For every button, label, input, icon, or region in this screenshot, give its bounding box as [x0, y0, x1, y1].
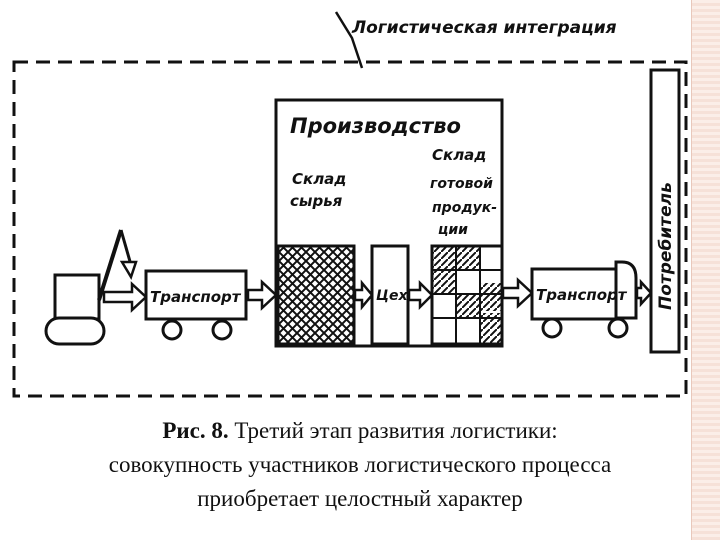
caption-line-1-text: Третий этап развития логистики:	[234, 418, 558, 443]
logistics-diagram: Логистическая интеграция Транспорт Произ…	[12, 11, 688, 398]
finished-warehouse-label-line2: готовой	[430, 176, 493, 192]
transport-in-truck	[144, 269, 248, 341]
arrow-workshop-to-finished	[407, 279, 434, 311]
caption-line-1: Рис. 8. Третий этап развития логистики:	[40, 414, 680, 448]
figure-caption: Рис. 8. Третий этап развития логистики: …	[40, 414, 680, 516]
integration-boundary	[12, 60, 688, 398]
finished-warehouse-label-line3: продук-	[432, 200, 497, 216]
finished-warehouse-label-line4: ции	[438, 222, 468, 238]
raw-warehouse-block	[276, 244, 356, 346]
integration-pointer	[334, 11, 364, 69]
finished-warehouse-label-line1: Склад	[432, 146, 486, 164]
raw-warehouse-label-line2: сырья	[290, 192, 343, 210]
workshop-label: Цех	[376, 288, 408, 304]
consumer-block	[649, 68, 681, 354]
arrow-supplier-to-transport	[102, 281, 148, 313]
excavator-icon	[44, 229, 138, 346]
transport-out-label: Транспорт	[536, 286, 628, 304]
arrow-warehouse-to-workshop	[353, 279, 374, 311]
raw-warehouse-label-line1: Склад	[292, 170, 346, 188]
finished-warehouse-grid	[430, 244, 504, 346]
transport-out-truck	[530, 260, 638, 339]
consumer-label: Потребитель	[656, 182, 676, 310]
transport-in-label: Транспорт	[150, 288, 242, 306]
arrow-finished-to-transport	[501, 277, 534, 309]
production-title: Производство	[290, 114, 461, 138]
integration-label: Логистическая интеграция	[351, 18, 617, 38]
arrow-transport-to-warehouse	[246, 279, 278, 311]
caption-figure-label: Рис. 8.	[162, 418, 229, 443]
caption-line-3: приобретает целостный характер	[197, 486, 523, 511]
slide-side-stripe	[691, 0, 720, 540]
arrow-transport-to-consumer	[635, 278, 653, 308]
caption-line-2: совокупность участников логистического п…	[108, 452, 612, 477]
